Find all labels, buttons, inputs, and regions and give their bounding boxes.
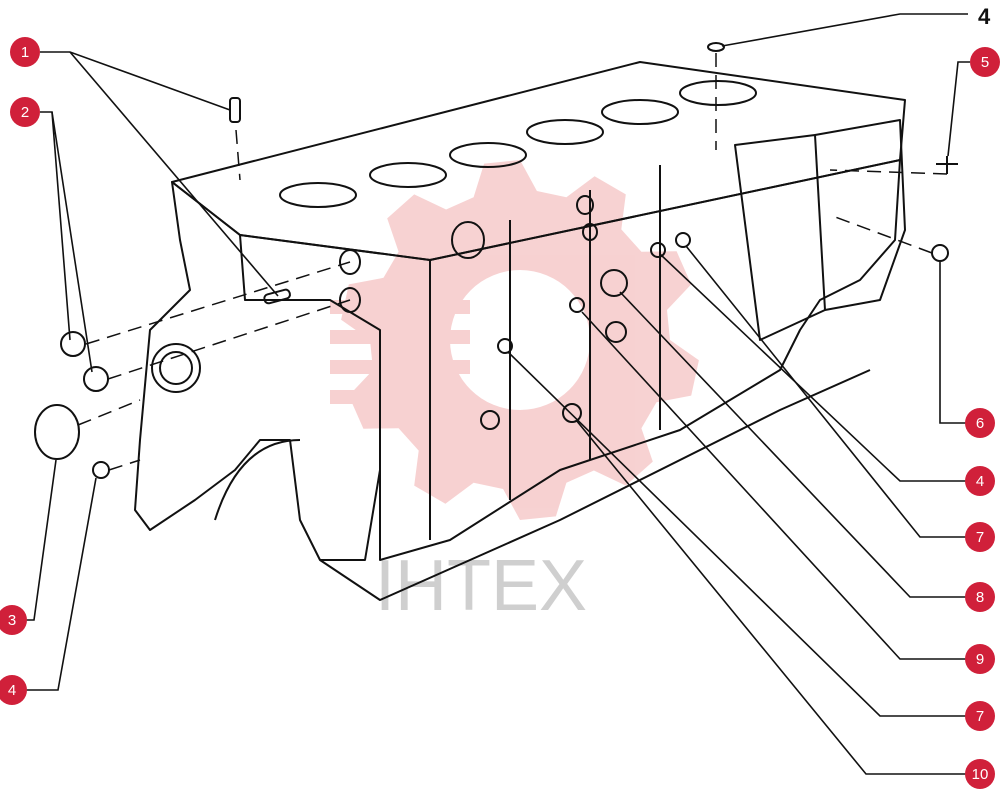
leader-lines [24,13,970,775]
callout-circle-c10 [965,759,995,789]
callout-label-c6: 6 [976,415,984,432]
plug-part-7-left [497,338,513,354]
leader-line-c4c-0 [721,13,968,47]
callout-badge-c1: 1 [10,37,40,67]
front-bore [151,343,201,393]
leader-line-c5-0 [947,61,970,157]
callout-badge-c9: 9 [965,644,995,674]
plug-part-7-right [675,232,691,248]
block-rear-plate [734,134,826,341]
callout-badge-c7a: 7 [965,522,995,552]
callout-label-c9: 9 [976,651,984,668]
plug-part-10 [562,403,582,423]
block-front-arch [214,439,301,521]
callout-label-4-top: 4 [978,4,991,29]
callout-circle-c9 [965,644,995,674]
callout-circle-c8 [965,582,995,612]
callout-badge-c7b: 7 [965,701,995,731]
leader-line-c2-1 [51,111,93,373]
side-port-1 [339,249,361,275]
callout-label-c7b: 7 [976,708,984,725]
callout-badge-c5: 5 [970,47,1000,77]
plug-part-2b [83,366,109,392]
side-port-6 [605,321,627,343]
cylinder-bore-5 [601,99,679,125]
callout-circle-c4a [0,675,27,705]
plug-part-4-left [92,461,110,479]
callout-badge-c10: 10 [965,759,995,789]
leader-line-c4b-0 [659,253,968,482]
leader-line-c10-0 [575,419,966,775]
leader-line-c7a-0 [685,245,968,538]
block-side-face [239,159,901,561]
cylinder-bore-1 [279,182,357,208]
block-rear-housing [814,119,906,311]
leader-line-c8-0 [619,291,968,598]
callout-circle-c6 [965,408,995,438]
callout-badge-c3: 3 [0,605,27,635]
callout-label-c3: 3 [8,612,16,629]
callout-badges: 1 2 3 4 4 5 6 7 7 8 9 10 [0,37,1000,789]
watermark-text: IHTEX [375,546,587,626]
callout-circle-c5 [970,47,1000,77]
fitting-part-5 [936,156,958,174]
callout-label-c4a: 4 [8,682,16,699]
engine-block [34,42,958,601]
side-port-5 [582,223,598,241]
callout-circle-c1 [10,37,40,67]
side-port-3 [451,221,485,259]
cylinder-bore-2 [369,162,447,188]
callout-badge-c4a: 4 [0,675,27,705]
callout-badge-c8: 8 [965,582,995,612]
leader-line-c4a-0 [24,477,97,691]
guide-lines [77,53,948,471]
callout-label-c1: 1 [21,44,29,61]
leader-line-c6-0 [939,262,968,424]
cylinder-bore-6 [679,80,757,106]
callout-circle-c2 [10,97,40,127]
leader-line-c7b-0 [507,351,968,717]
side-port-7 [480,410,500,430]
plug-part-6 [931,244,949,262]
dowel-pin-part [229,97,241,123]
callout-circle-c3 [0,605,27,635]
top-plug-part [707,42,725,52]
front-bore-inner [159,351,193,385]
callout-label-c5: 5 [981,54,989,71]
watermark-gear-hole [450,270,590,410]
side-port-4 [576,195,594,215]
cylinder-bore-3 [449,142,527,168]
block-front-face [134,181,381,561]
callout-label-c10: 10 [972,766,989,783]
callout-label-c4b: 4 [976,473,984,490]
watermark-stripes [330,300,470,404]
callout-badge-c2: 2 [10,97,40,127]
cover-part-8 [600,269,628,297]
callout-circle-c7a [965,522,995,552]
leader-line-c9-0 [581,311,968,660]
leader-line-c2-0 [40,111,71,341]
callout-label-c8: 8 [976,589,984,606]
callout-circle-c7b [965,701,995,731]
cylinder-bore-4 [526,119,604,145]
callout-badge-c4b: 4 [965,466,995,496]
callout-circle-c4b [965,466,995,496]
cover-plate-part-3 [34,404,80,460]
callout-badge-c6: 6 [965,408,995,438]
callout-label-c7a: 7 [976,529,984,546]
dowel-pin-side-part [263,288,291,305]
callout-label-c2: 2 [21,104,29,121]
leader-line-c1-0 [40,51,231,111]
plug-part-4-right [650,242,666,258]
plug-part-9 [569,297,585,313]
leader-line-c3-0 [24,459,57,621]
leader-line-c1-1 [69,51,279,297]
side-port-2 [339,287,361,313]
plug-part-2a [60,331,86,357]
